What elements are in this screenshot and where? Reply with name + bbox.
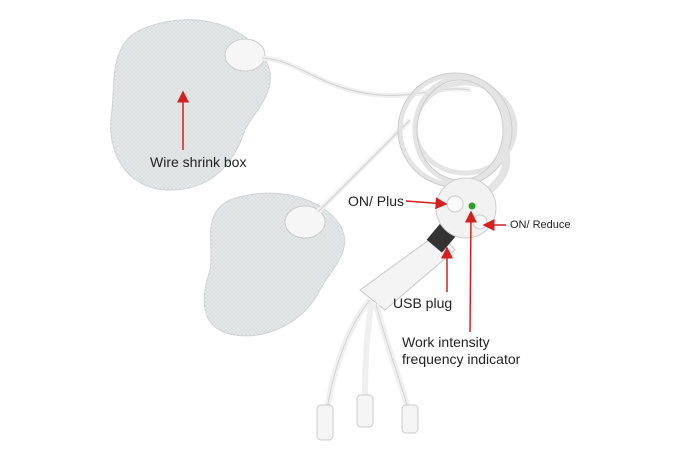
on-reduce-button [472, 214, 488, 230]
snap-connector-bottom [284, 205, 326, 239]
label-on-plus: ON/ Plus [348, 193, 405, 209]
usb-c-connector [316, 404, 334, 441]
lightning-connector [356, 394, 374, 428]
micro-usb-connector [401, 404, 419, 434]
on-plus-button [446, 195, 464, 213]
snap-connector-top [224, 38, 266, 72]
controller-unit [435, 177, 497, 239]
label-indicator-line2: frequency indicator [402, 351, 521, 367]
indicator-led [468, 202, 476, 210]
arrow-on-plus [405, 197, 448, 210]
arrow-indicator [464, 210, 477, 333]
electrode-pad-bottom [203, 192, 346, 337]
label-on-reduce: ON/ Reduce [510, 219, 571, 231]
label-usb-plug: USB plug [393, 295, 453, 311]
label-wire-shrink-box: Wire shrink box [150, 154, 247, 170]
label-indicator-line1: Work intensity [402, 334, 490, 350]
usb-plug-body [359, 231, 456, 311]
